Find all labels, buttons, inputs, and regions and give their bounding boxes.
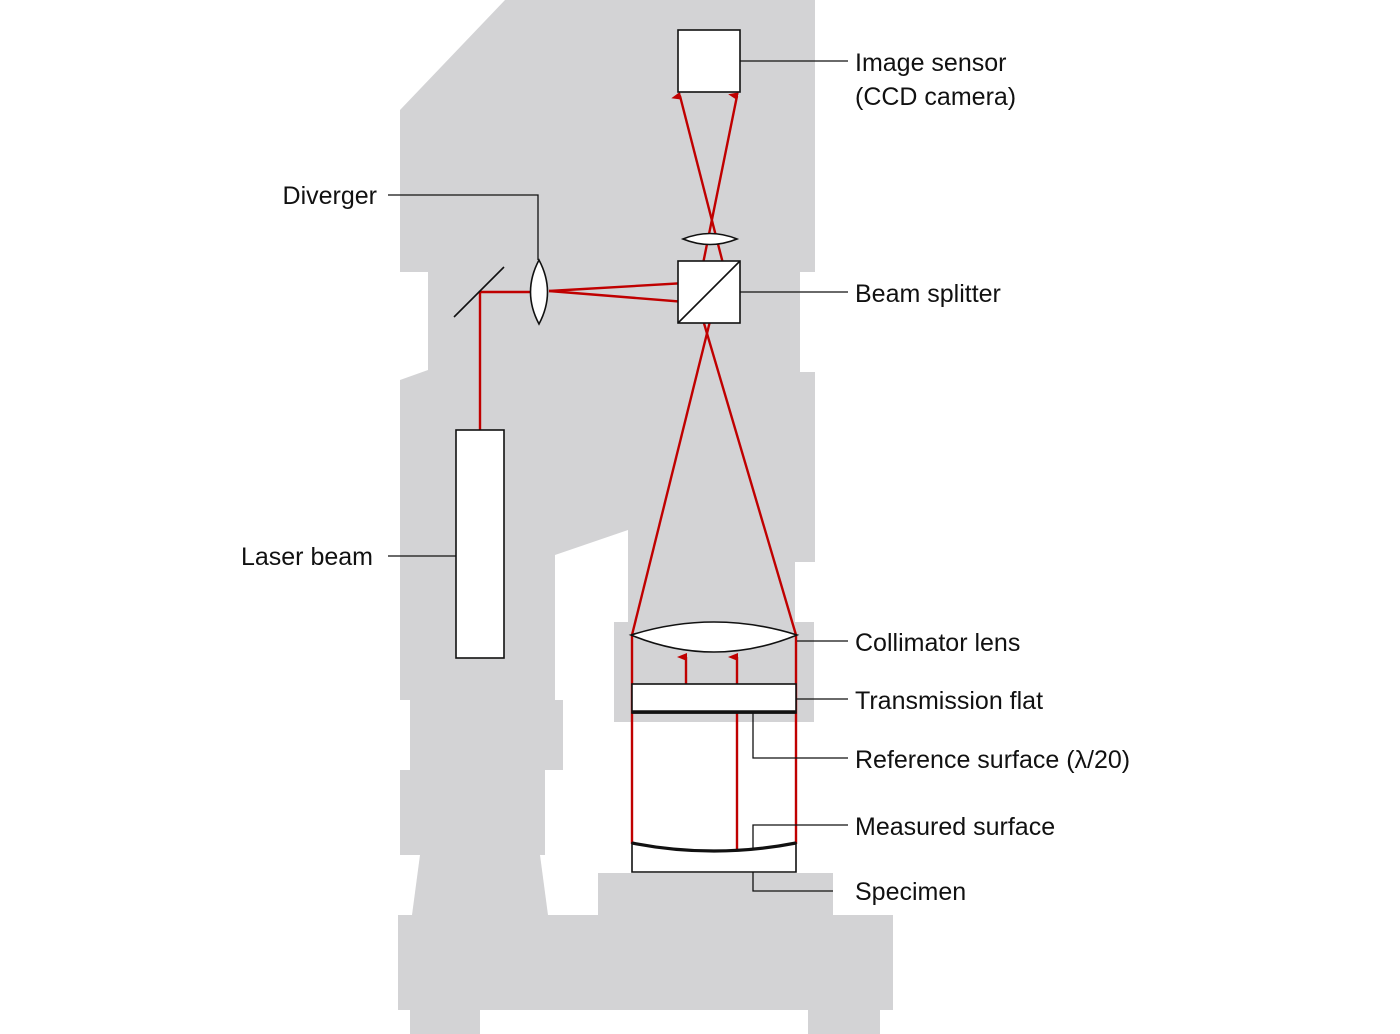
camera-lens [680, 232, 740, 246]
diverger-label: Diverger [283, 182, 377, 210]
beam-down-left [630, 280, 722, 636]
collimator-lens-label: Collimator lens [855, 629, 1020, 657]
laser-unit [455, 429, 505, 659]
housing-base [398, 915, 893, 1010]
housing-stage [598, 873, 833, 915]
collimator-lens-element [628, 621, 800, 653]
beam-splitter-cube [677, 260, 741, 324]
beam-splitter-label: Beam splitter [855, 280, 1001, 308]
diverging-beam-lower [548, 289, 699, 305]
housing-base-foot-right [808, 1008, 880, 1034]
image-sensor-sublabel: (CCD camera) [855, 83, 1016, 111]
reference-surface-leader [752, 713, 848, 759]
components [453, 29, 800, 873]
transmission-flat-label: Transmission flat [855, 687, 1043, 715]
specimen-leader [752, 872, 833, 892]
housing-left-foot [412, 855, 548, 915]
labels: Image sensor (CCD camera) Diverger Beam … [241, 49, 1130, 906]
beam-down-right [696, 302, 798, 636]
fold-mirror [453, 266, 505, 318]
transmission-flat-element [631, 683, 797, 714]
measured-surface-label: Measured surface [855, 813, 1055, 841]
specimen-label: Specimen [855, 878, 966, 906]
measured-surface-leader [752, 824, 848, 849]
measured-surface-edge [631, 841, 797, 853]
image-sensor-label: Image sensor [855, 49, 1006, 77]
diverger-lens [529, 258, 549, 326]
image-sensor [677, 29, 741, 93]
reference-surface-label: Reference surface (λ/20) [855, 746, 1130, 774]
housing-base-foot-left [410, 1008, 480, 1034]
leader-lines [388, 60, 848, 892]
laser-beam-label: Laser beam [241, 543, 373, 571]
diverger-leader [388, 194, 539, 260]
